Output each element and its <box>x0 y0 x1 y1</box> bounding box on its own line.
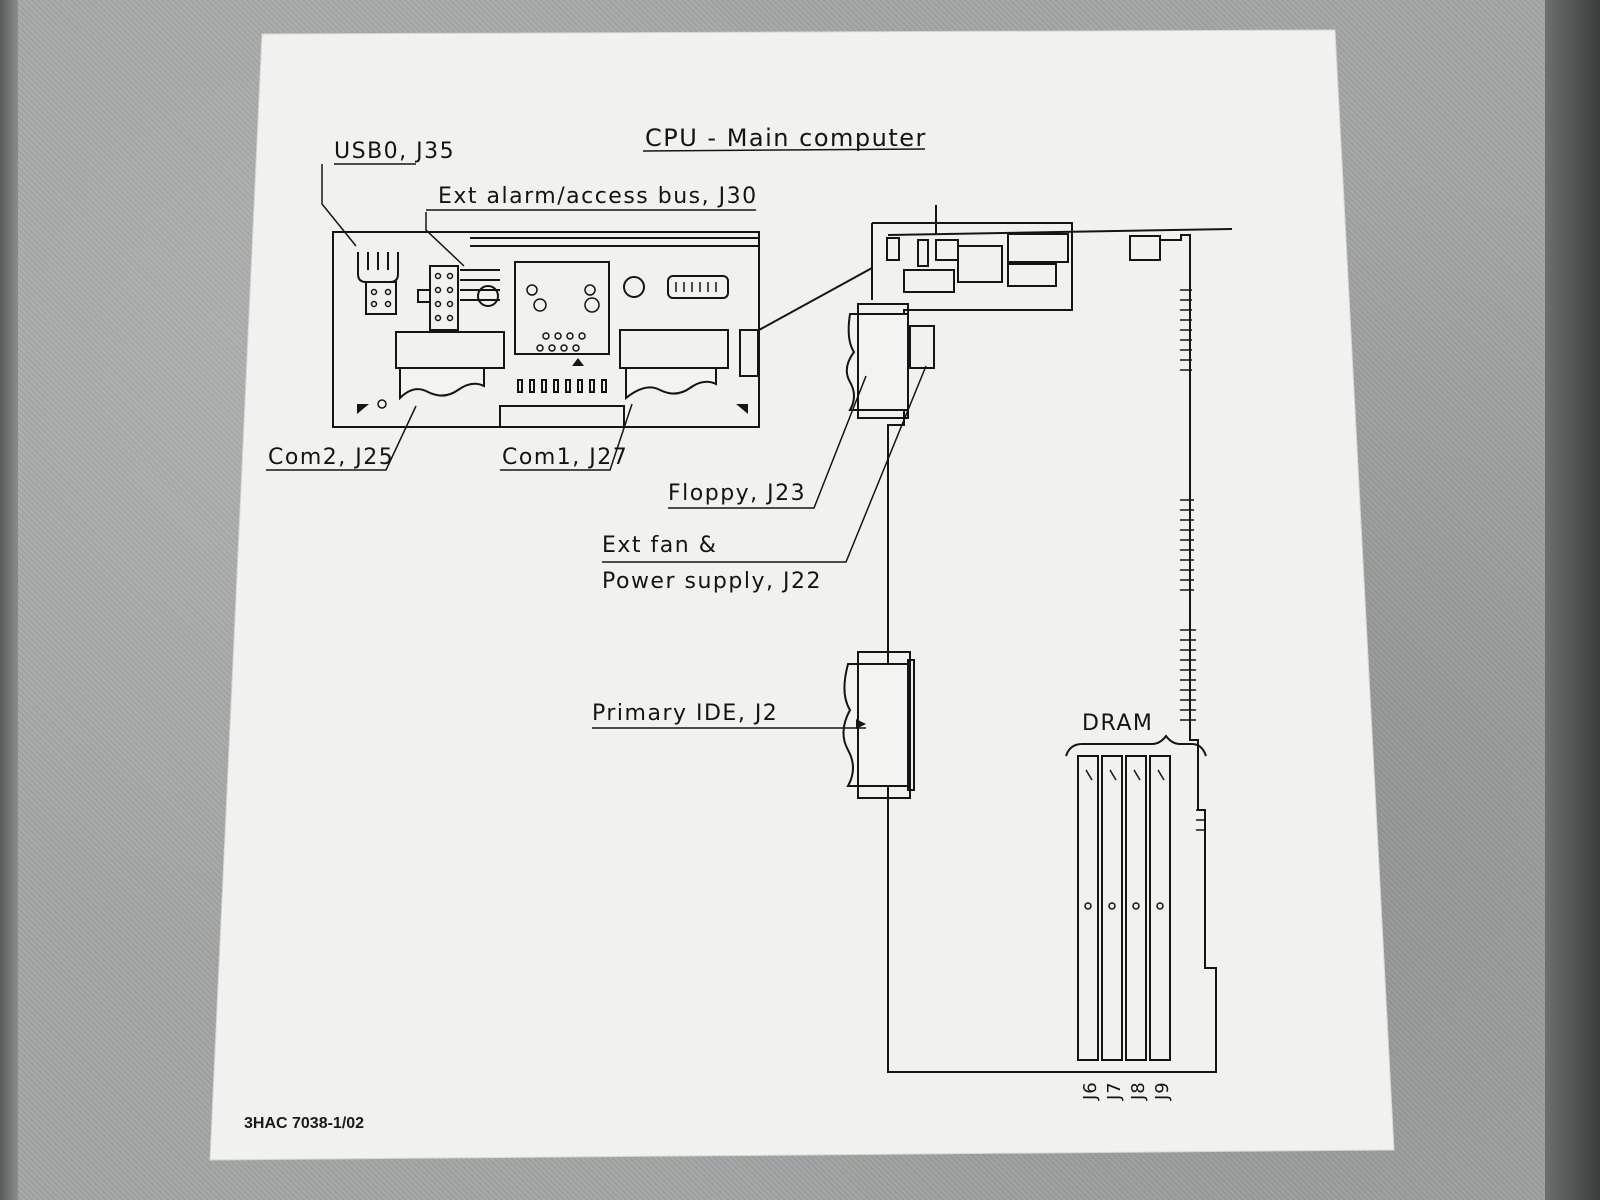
label-power-supply: Power supply, J22 <box>602 569 822 594</box>
board-link-line <box>758 267 873 331</box>
label-dram: DRAM <box>1082 711 1153 736</box>
slot-label-j6: J6 <box>1080 1081 1101 1101</box>
metal-edge-left <box>0 0 18 1200</box>
label-com2: Com2, J25 <box>268 445 394 470</box>
j30-connector <box>417 265 500 331</box>
leader-lines <box>266 163 927 729</box>
network-connector <box>514 261 610 366</box>
label-floppy: Floppy, J23 <box>668 481 806 506</box>
slot-label-j8: J8 <box>1128 1081 1149 1101</box>
pin-header <box>667 275 729 299</box>
label-ext-alarm: Ext alarm/access bus, J30 <box>438 184 758 209</box>
slot-label-j7: J7 <box>1104 1081 1125 1101</box>
title-underline <box>642 148 926 152</box>
mounting-hole <box>623 276 645 298</box>
usb0-connector <box>357 252 399 315</box>
label-primary-ide: Primary IDE, J2 <box>592 701 778 726</box>
slot-label-j9: J9 <box>1152 1081 1173 1101</box>
dram-slots <box>1065 734 1207 1061</box>
label-com1: Com1, J27 <box>502 445 628 470</box>
metal-edge-right <box>1545 0 1600 1200</box>
document-number: 3HAC 7038-1/02 <box>244 1115 364 1132</box>
com1-connector <box>619 329 759 401</box>
pin-row <box>517 379 607 393</box>
io-board <box>332 231 760 428</box>
label-ext-fan: Ext fan & <box>602 533 717 558</box>
dram-slot-labels: J6 J7 J8 J9 <box>1080 1081 1173 1101</box>
primary-ide-connector <box>842 651 915 799</box>
label-usb0: USB0, J35 <box>334 139 455 164</box>
com2-connector <box>395 331 505 401</box>
diagram-title: CPU - Main computer <box>645 124 927 152</box>
